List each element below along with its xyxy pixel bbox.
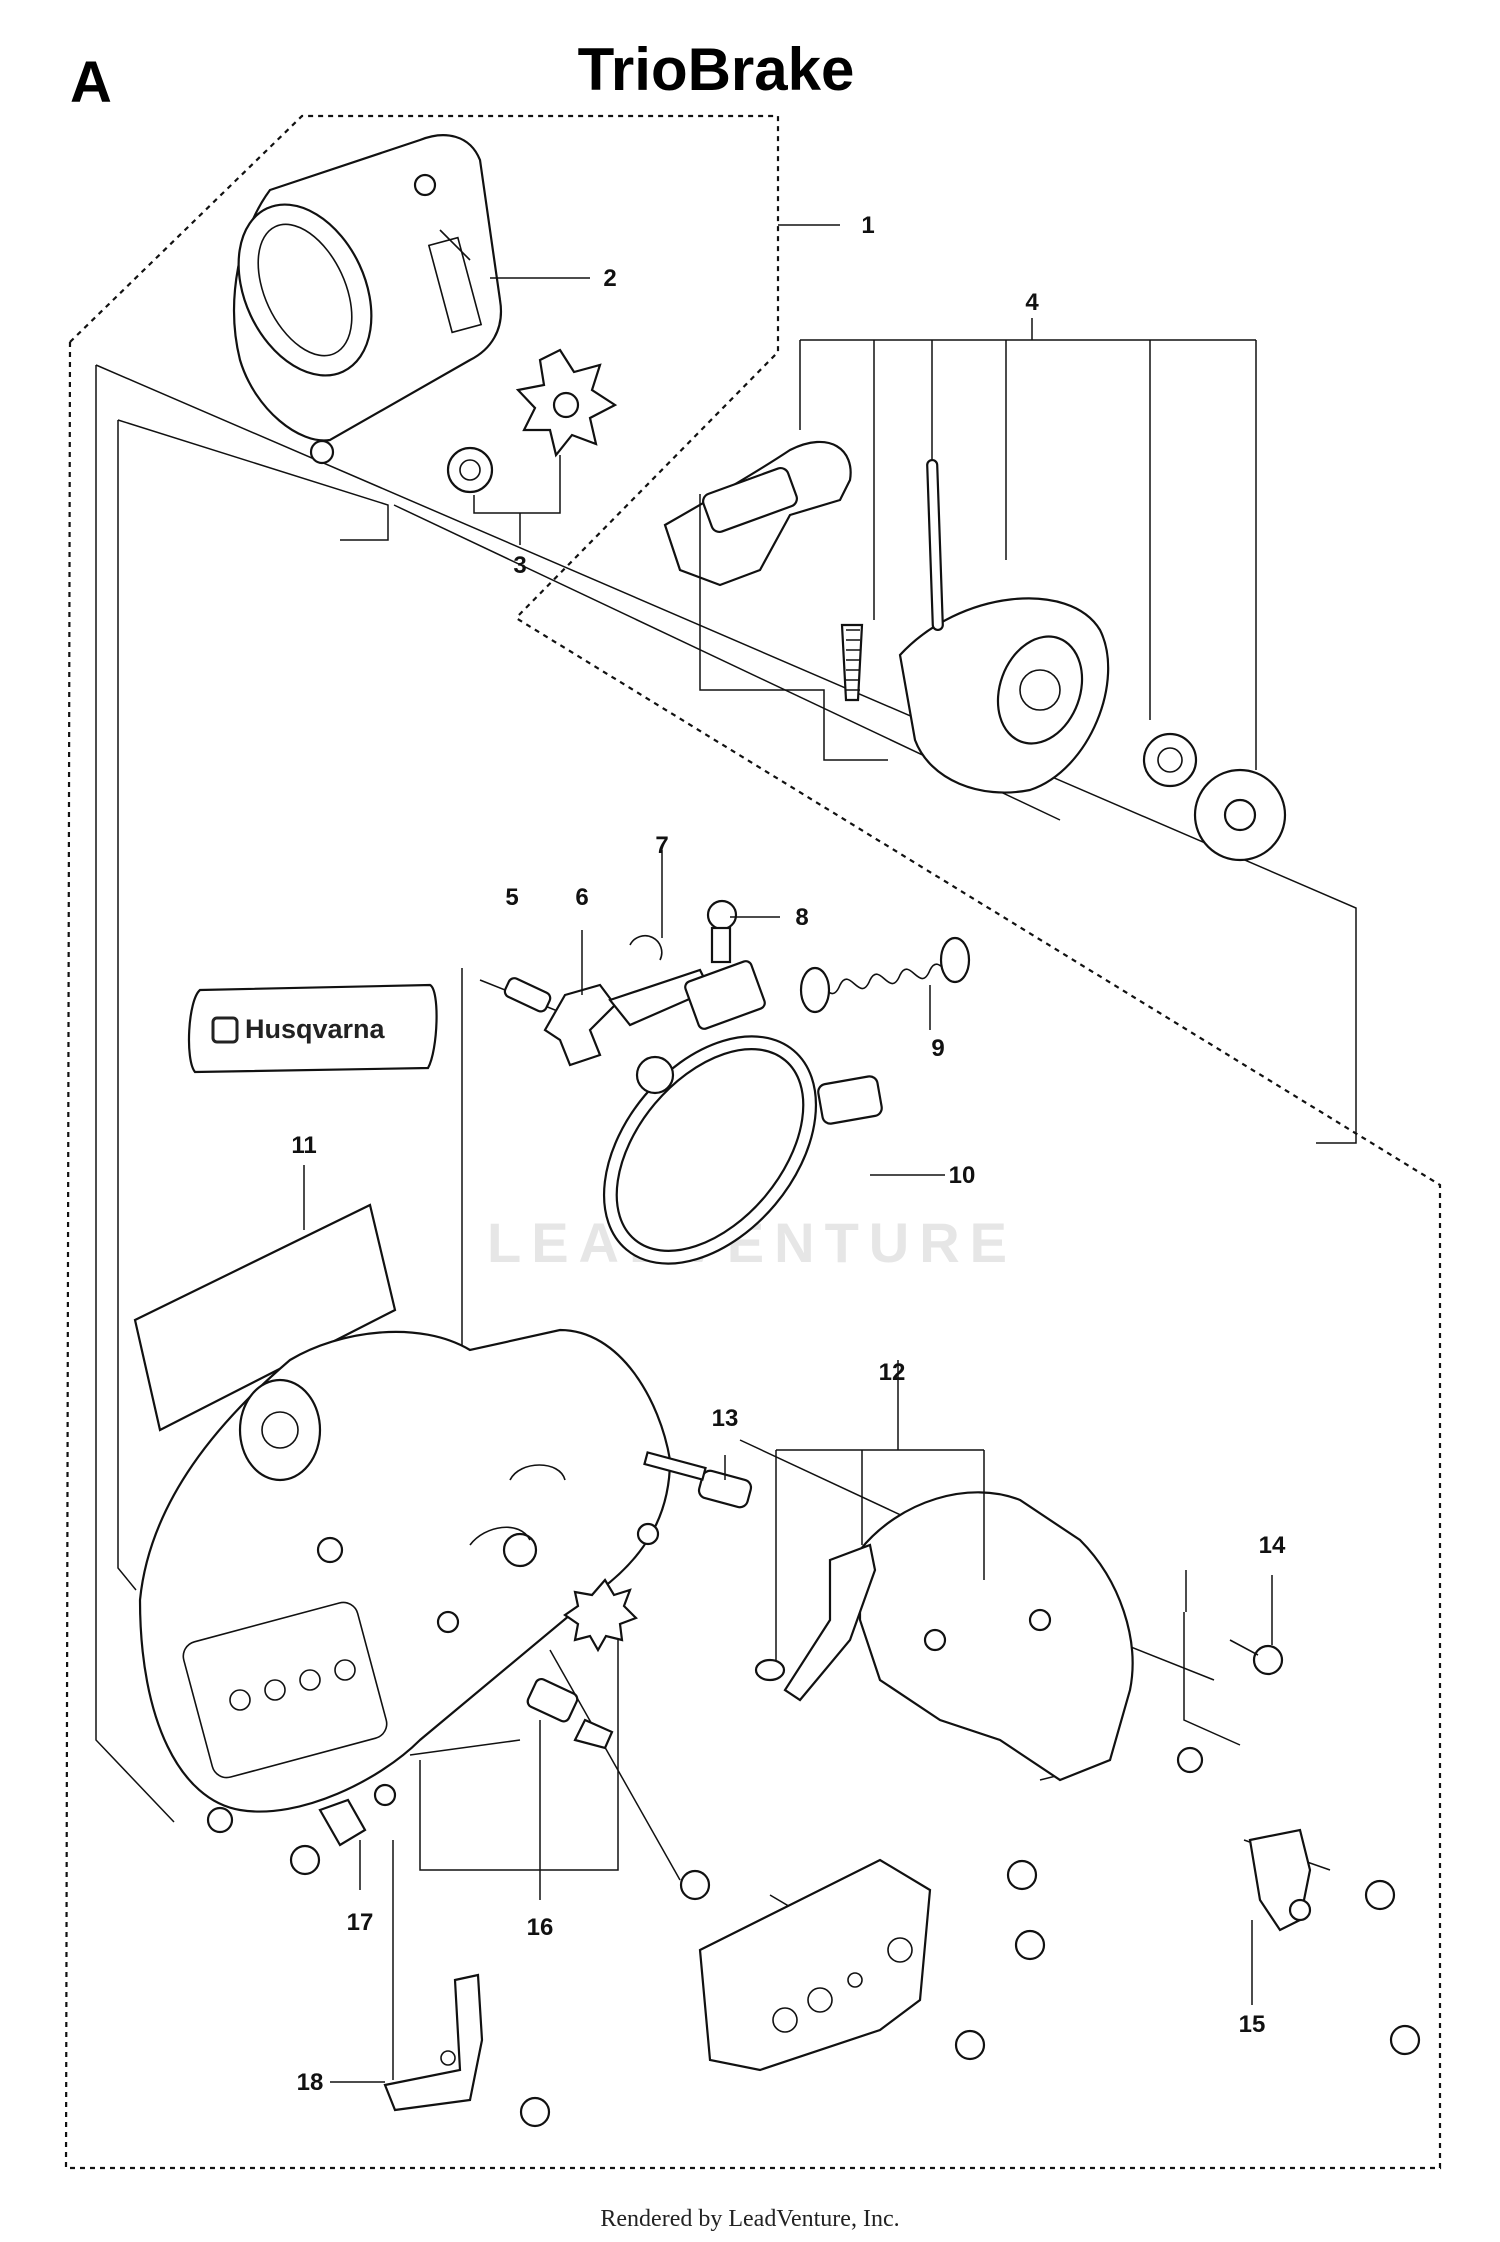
callout-16: 16 (527, 1914, 554, 1941)
part-8-screw (684, 899, 766, 1030)
part-11-husqvarna-decal: Husqvarna (133, 983, 438, 1432)
callout-18: 18 (297, 2069, 324, 2096)
callout-2: 2 (603, 265, 616, 292)
callout-11: 11 (291, 1132, 316, 1159)
callout-10: 10 (949, 1162, 976, 1189)
main-assembly-dashed-outline (64, 341, 1442, 2170)
part-3-sprocket (446, 348, 618, 494)
part-16-chain-tensioner (409, 1578, 638, 1871)
footer-credit: Rendered by LeadVenture, Inc. (600, 2206, 899, 2232)
part-15-chain-catcher (1248, 1828, 1312, 1932)
decal-brand-text: Husqvarna (245, 1014, 386, 1044)
part-17-adjuster-nut (318, 1783, 397, 1890)
callout-17: 17 (347, 1909, 374, 1936)
part-4-brake-assembly (663, 339, 1287, 862)
callout-5: 5 (505, 884, 518, 911)
callout-9: 9 (931, 1035, 944, 1062)
part-2-clutch-cover (233, 134, 503, 465)
part-12-cover-assembly (754, 1360, 1204, 1782)
callout-15: 15 (1239, 2011, 1266, 2038)
diagram-title: TrioBrake (578, 36, 855, 103)
chainsaw-body (138, 1328, 672, 1834)
guide-plate (698, 1858, 932, 2072)
callout-13: 13 (712, 1405, 739, 1432)
screws (289, 1844, 1421, 2128)
callout-12: 12 (879, 1359, 906, 1386)
callout-labels: 1 2 3 4 5 6 7 8 9 10 11 12 13 14 15 16 1… (291, 212, 1286, 2096)
callout-3: 3 (513, 552, 526, 579)
part-5-pin (503, 977, 552, 1013)
assembly-1-dashed-outline (69, 114, 780, 619)
callout-1: 1 (861, 212, 874, 239)
part-18-catch-plate (383, 1840, 484, 2112)
callout-7: 7 (655, 832, 668, 859)
part-7-e-clip (629, 934, 663, 961)
callout-4: 4 (1025, 289, 1039, 316)
part-14-screw (1185, 1570, 1284, 1676)
part-13-bar-bolt (643, 1451, 753, 1509)
section-letter: A (70, 50, 112, 115)
callout-8: 8 (795, 904, 808, 931)
part-10-brake-band (602, 1035, 883, 1265)
callout-leaders (303, 224, 1273, 2083)
callout-14: 14 (1259, 1532, 1286, 1559)
callout-6: 6 (575, 884, 588, 911)
part-9-spring (799, 936, 971, 1014)
